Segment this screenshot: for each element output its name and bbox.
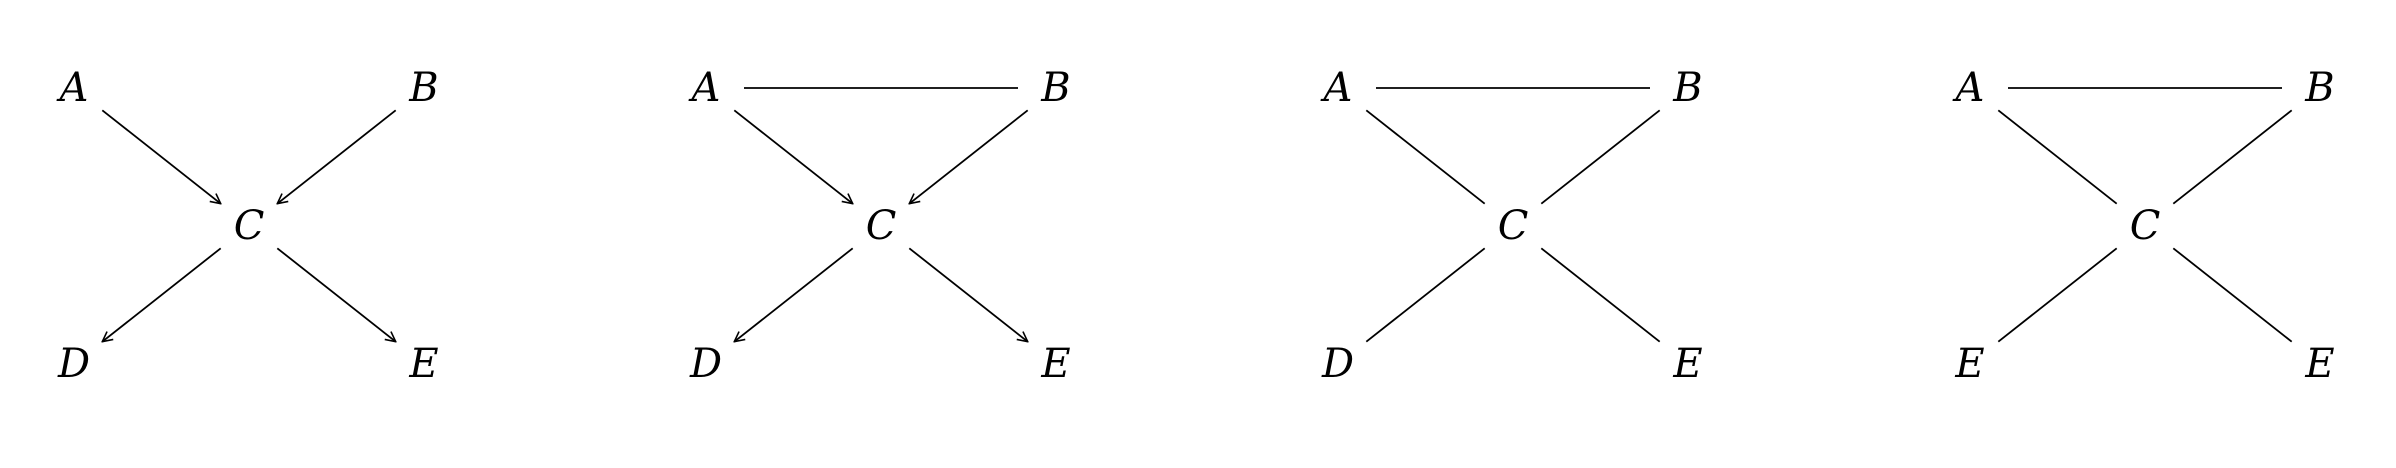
- node-label-a: A: [1952, 65, 1985, 111]
- edge-c-e-arrow: [276, 247, 395, 341]
- node-label-d: D: [57, 341, 90, 387]
- edge-a-c-line: [1997, 109, 2118, 205]
- edge-b-c-arrow: [909, 109, 1029, 203]
- edge-c-e-arrow: [908, 247, 1027, 341]
- edge-a-c-line: [1365, 109, 1486, 205]
- edge-a-c-arrow: [733, 109, 852, 203]
- node-label-c: C: [866, 203, 897, 249]
- node-label-c: C: [2130, 203, 2161, 249]
- edge-c-e2-line: [2172, 247, 2293, 343]
- diagrams-layer: A B C D E A B C D E A B C D E A B C E E: [56, 65, 2335, 387]
- node-label-b: B: [1672, 65, 1702, 111]
- edge-c-e1-line: [1997, 247, 2118, 343]
- edge-b-c-line: [2172, 109, 2293, 205]
- edge-c-d-arrow: [102, 247, 222, 341]
- node-label-a: A: [56, 65, 89, 111]
- node-label-c: C: [234, 203, 265, 249]
- edge-c-d-arrow: [734, 247, 854, 341]
- node-label-b: B: [2304, 65, 2334, 111]
- node-label-e: E: [1672, 341, 1702, 387]
- node-label-e: E: [1040, 341, 1070, 387]
- diagram-4: A B C E E: [1952, 65, 2335, 387]
- node-label-d: D: [1321, 341, 1354, 387]
- node-label-b: B: [1040, 65, 1070, 111]
- node-label-e: E: [2304, 341, 2334, 387]
- edge-b-c-arrow: [277, 109, 397, 203]
- edge-c-d-line: [1365, 247, 1486, 343]
- node-label-c: C: [1498, 203, 1529, 249]
- node-label-a: A: [1320, 65, 1353, 111]
- edge-a-c-arrow: [101, 109, 220, 203]
- node-label-a: A: [688, 65, 721, 111]
- node-label-e: E: [408, 341, 438, 387]
- diagram-3: A B C D E: [1320, 65, 1703, 387]
- edge-c-e-line: [1540, 247, 1661, 343]
- node-label-e: E: [1954, 341, 1984, 387]
- diagram-2: A B C D E: [688, 65, 1071, 387]
- node-label-b: B: [408, 65, 438, 111]
- diagram-1: A B C D E: [56, 65, 439, 387]
- node-label-d: D: [689, 341, 722, 387]
- edge-b-c-line: [1540, 109, 1661, 205]
